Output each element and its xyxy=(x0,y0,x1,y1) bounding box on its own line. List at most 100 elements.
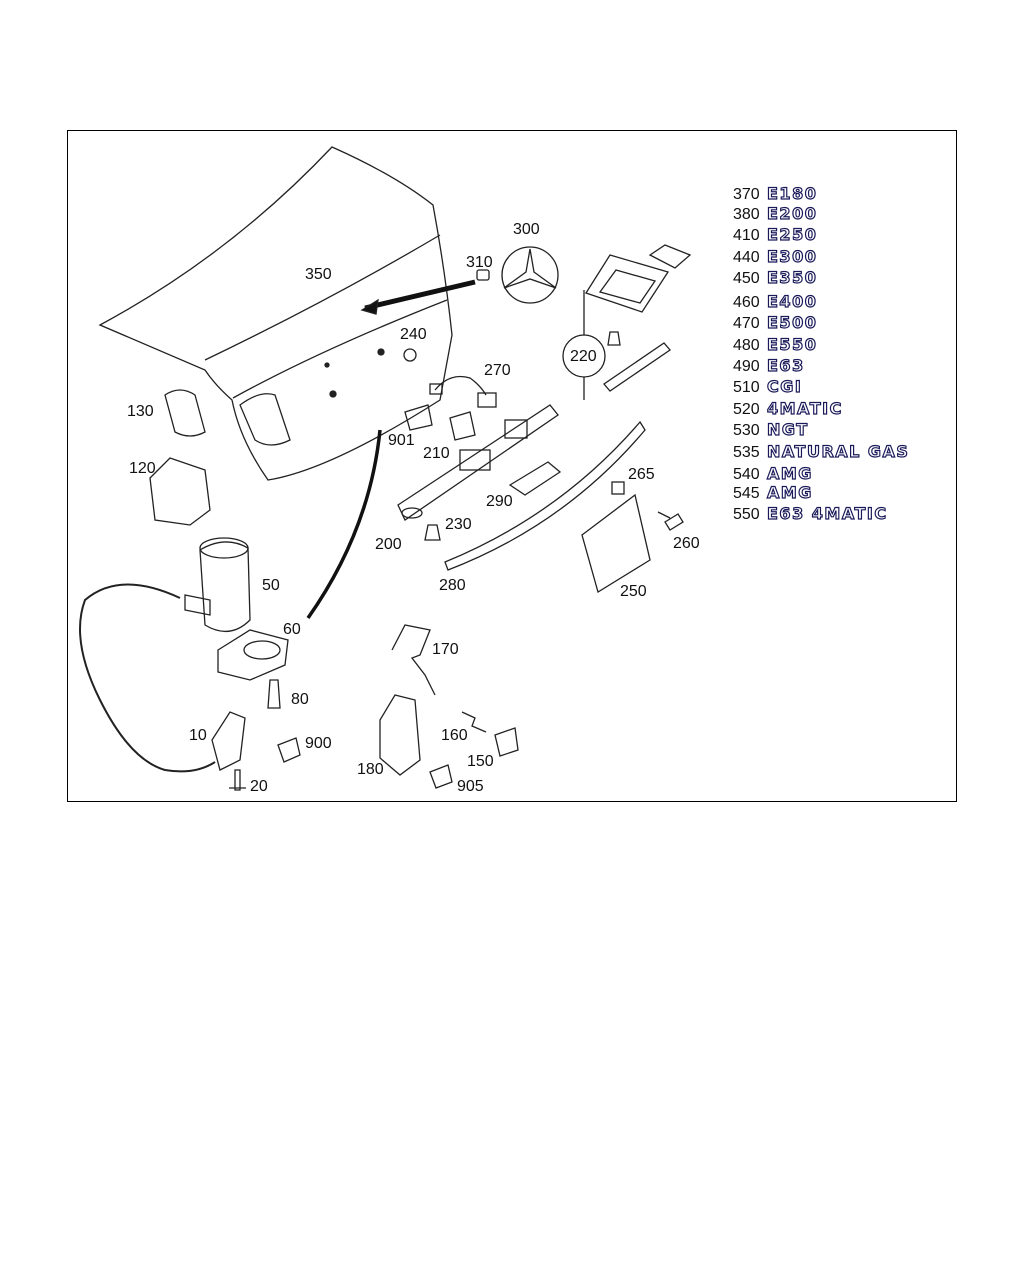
callout-150: 150 xyxy=(467,753,494,770)
callout-310: 310 xyxy=(466,254,493,271)
badge-row: 545 AMG xyxy=(733,483,813,502)
callout-10: 10 xyxy=(189,727,207,744)
part-80 xyxy=(267,679,281,709)
badge-emblem: NATURAL GAS xyxy=(766,442,910,461)
badge-number: 535 xyxy=(733,444,760,461)
rod-901 xyxy=(306,429,382,620)
callout-160: 160 xyxy=(441,727,468,744)
badge-number: 520 xyxy=(733,401,760,418)
part-900 xyxy=(277,737,301,763)
badge-emblem: E63 4MATIC xyxy=(766,504,888,523)
badge-number: 410 xyxy=(733,227,760,244)
part-170 xyxy=(391,624,436,696)
badge-emblem: AMG xyxy=(766,464,813,483)
callout-50: 50 xyxy=(262,577,280,594)
callout-210: 210 xyxy=(423,445,450,462)
badge-row: 535 NATURAL GAS xyxy=(733,442,910,461)
plug-230 xyxy=(424,524,441,541)
arrow-310 xyxy=(364,279,476,311)
badge-emblem: E500 xyxy=(766,313,818,332)
callout-270: 270 xyxy=(484,362,511,379)
latch-10 xyxy=(211,711,246,771)
bolt-20 xyxy=(229,769,246,791)
badge-number: 450 xyxy=(733,270,760,287)
callout-901: 901 xyxy=(388,432,415,449)
badge-row: 520 4MATIC xyxy=(733,399,843,418)
badge-row: 410 E250 xyxy=(733,225,818,244)
badge-row: 380 E200 xyxy=(733,204,818,223)
wire-270 xyxy=(434,375,487,396)
callout-120: 120 xyxy=(129,460,156,477)
callout-180: 180 xyxy=(357,761,384,778)
screw-160 xyxy=(461,711,487,733)
badge-emblem: E300 xyxy=(766,247,818,266)
badge-number: 470 xyxy=(733,315,760,332)
callout-300: 300 xyxy=(513,221,540,238)
badge-emblem: E400 xyxy=(766,292,818,311)
callout-170: 170 xyxy=(432,641,459,658)
part-130 xyxy=(164,389,206,437)
callout-250: 250 xyxy=(620,583,647,600)
badge-emblem: NGT xyxy=(766,420,809,439)
callout-350: 350 xyxy=(305,266,332,283)
lock-50 xyxy=(199,541,251,632)
badge-emblem: E180 xyxy=(766,184,818,203)
callout-280: 280 xyxy=(439,577,466,594)
trunk-lid-spoiler xyxy=(204,234,441,361)
handle-strip-200 xyxy=(397,404,559,521)
part-180 xyxy=(379,694,421,776)
badge-number: 530 xyxy=(733,422,760,439)
diagram-frame xyxy=(67,130,957,802)
callout-290: 290 xyxy=(486,493,513,510)
badge-number: 510 xyxy=(733,379,760,396)
plate-220 xyxy=(585,254,670,313)
badge-number: 545 xyxy=(733,485,760,502)
plug-240 xyxy=(403,348,417,362)
badge-row: 460 E400 xyxy=(733,292,818,311)
badge-emblem: CGI xyxy=(766,377,803,396)
badge-emblem: 4MATIC xyxy=(766,399,843,418)
callout-240: 240 xyxy=(400,326,427,343)
callout-200: 200 xyxy=(375,536,402,553)
badge-emblem: AMG xyxy=(766,483,813,502)
badge-number: 380 xyxy=(733,206,760,223)
badge-row: 470 E500 xyxy=(733,313,818,332)
badge-emblem: E350 xyxy=(766,268,818,287)
callout-900: 900 xyxy=(305,735,332,752)
cable xyxy=(79,583,216,773)
badge-row: 440 E300 xyxy=(733,247,818,266)
callout-20: 20 xyxy=(250,778,268,795)
plate-holder-250 xyxy=(581,493,651,594)
part-290 xyxy=(508,461,562,496)
badge-row: 510 CGI xyxy=(733,377,803,396)
callout-905: 905 xyxy=(457,778,484,795)
part-210 xyxy=(449,411,476,441)
badge-number: 460 xyxy=(733,294,760,311)
badge-number: 440 xyxy=(733,249,760,266)
badge-emblem: E250 xyxy=(766,225,818,244)
badge-number: 480 xyxy=(733,337,760,354)
star-emblem-300 xyxy=(501,246,559,304)
badge-row: 530 NGT xyxy=(733,420,809,439)
badge-number: 370 xyxy=(733,186,760,203)
badge-emblem: E200 xyxy=(766,204,818,223)
trim-strip-280 xyxy=(444,420,646,571)
trunk-lid xyxy=(98,146,453,481)
housing-60 xyxy=(217,629,289,681)
callout-230: 230 xyxy=(445,516,472,533)
callout-130: 130 xyxy=(127,403,154,420)
part-150 xyxy=(494,727,519,757)
callout-60: 60 xyxy=(283,621,301,638)
callout-265: 265 xyxy=(628,466,655,483)
badge-number: 490 xyxy=(733,358,760,375)
callout-260: 260 xyxy=(673,535,700,552)
part-905 xyxy=(429,764,453,789)
screw-260 xyxy=(657,511,684,531)
badge-row: 450 E350 xyxy=(733,268,818,287)
badge-row: 370 E180 xyxy=(733,184,818,203)
callout-80: 80 xyxy=(291,691,309,708)
